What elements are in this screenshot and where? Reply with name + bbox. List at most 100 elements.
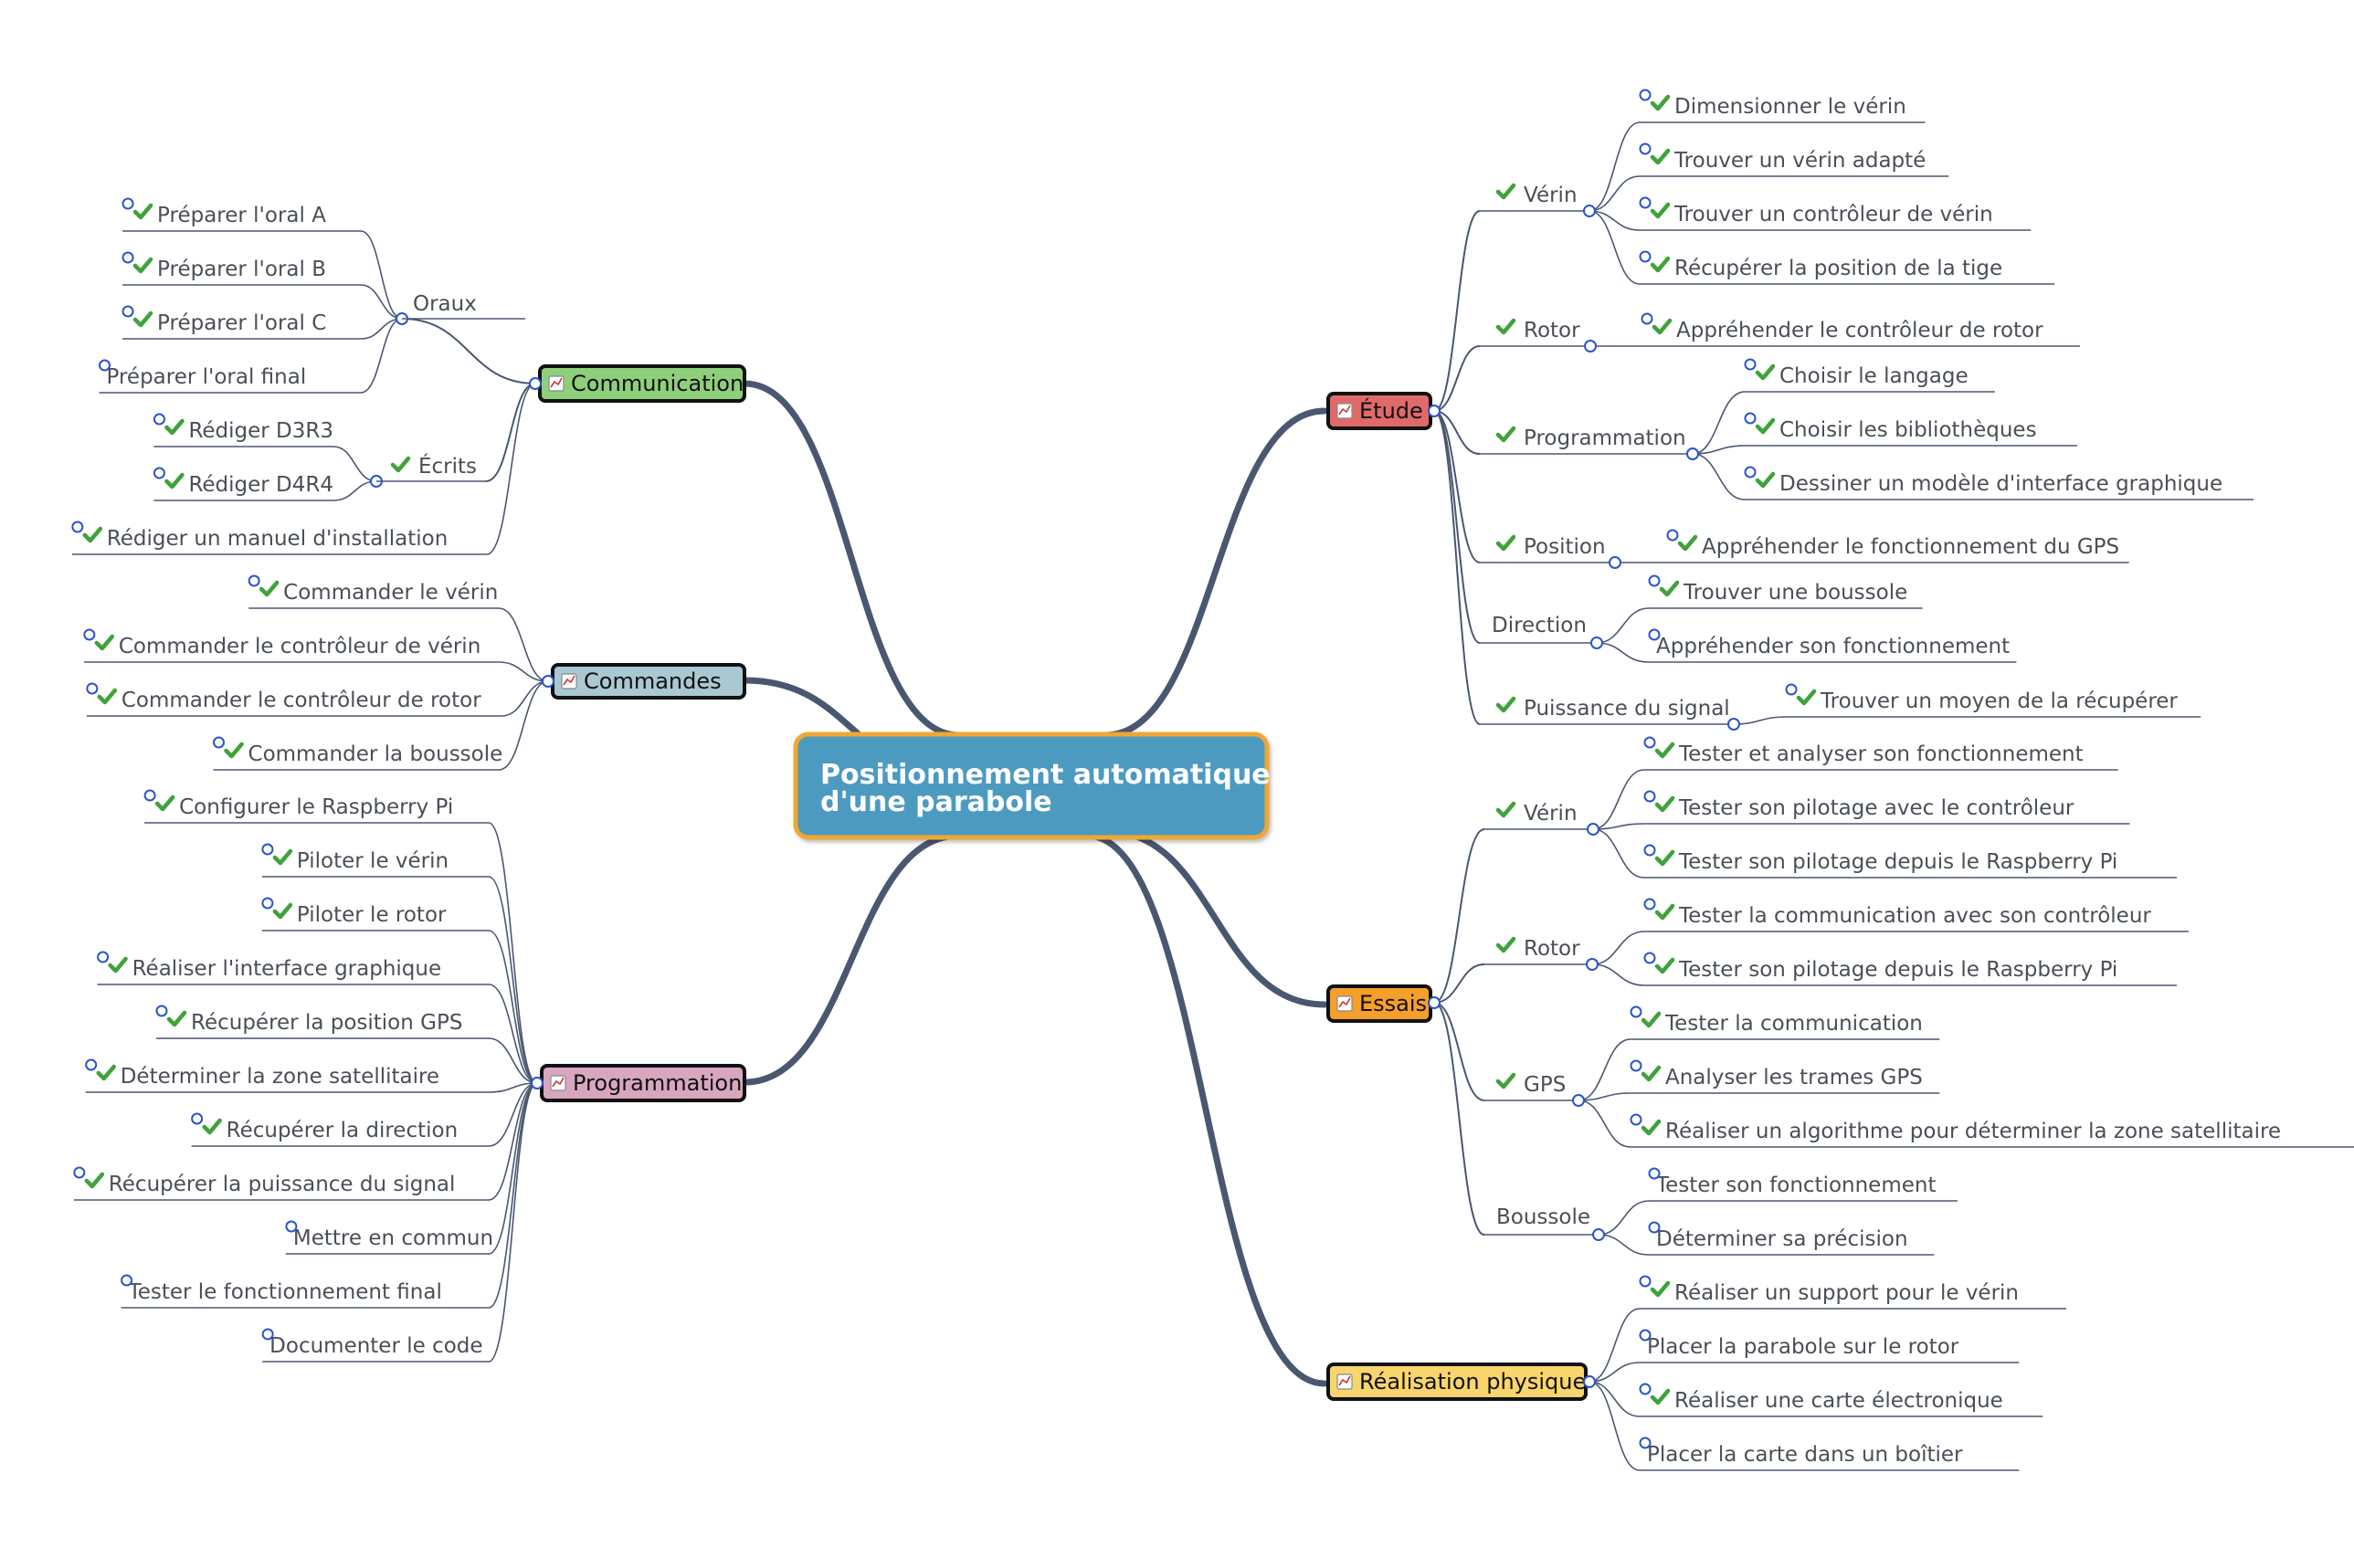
branch-essais[interactable]: Essais <box>1326 984 1432 1023</box>
commandes-collapse-toggle[interactable] <box>542 675 554 688</box>
status-bubble-icon[interactable] <box>153 467 165 479</box>
topic-preparer-l-oral-a[interactable]: Préparer l'oral A <box>122 204 361 232</box>
topic-realiser-une-carte-electronique[interactable]: Réaliser une carte électronique <box>1640 1389 2043 1417</box>
branch-commandes[interactable]: Commandes <box>551 663 746 700</box>
status-bubble-icon[interactable] <box>83 628 96 641</box>
topic-choisir-les-bibliotheques[interactable]: Choisir les bibliothèques <box>1745 418 2077 447</box>
status-bubble-icon[interactable] <box>1630 1113 1642 1126</box>
topic-choisir-le-langage[interactable]: Choisir le langage <box>1745 364 1995 393</box>
topic-essais-verin[interactable]: Vérin <box>1484 802 1593 830</box>
status-bubble-icon[interactable] <box>261 843 274 856</box>
topic-trouver-un-verin-adapte[interactable]: Trouver un vérin adapté <box>1640 149 1949 177</box>
status-bubble-icon[interactable] <box>1648 574 1661 587</box>
topic-determiner-sa-precision[interactable]: Déterminer sa précision <box>1649 1227 1935 1256</box>
topic-commander-la-boussole[interactable]: Commander la boussole <box>213 742 503 771</box>
topic-piloter-le-verin[interactable]: Piloter le vérin <box>261 849 489 878</box>
etude-collapse-toggle[interactable] <box>1428 405 1441 417</box>
topic-trouver-une-boussole[interactable]: Trouver une boussole <box>1649 581 1923 609</box>
status-bubble-icon[interactable] <box>121 1274 133 1287</box>
status-bubble-icon[interactable] <box>213 736 226 749</box>
status-bubble-icon[interactable] <box>1639 1275 1652 1288</box>
topic-tester-la-communication-avec-son-controleur[interactable]: Tester la communication avec son contrôl… <box>1644 904 2189 932</box>
topic-essais-boussole[interactable]: Boussole <box>1484 1205 1599 1236</box>
status-bubble-icon[interactable] <box>121 197 134 210</box>
etude-programmation-collapse-toggle[interactable] <box>1686 447 1699 460</box>
topic-tester-le-fonctionnement-final[interactable]: Tester le fonctionnement final <box>121 1280 489 1309</box>
status-bubble-icon[interactable] <box>191 1112 204 1125</box>
etude-rotor-collapse-toggle[interactable] <box>1584 340 1597 353</box>
status-bubble-icon[interactable] <box>1639 1383 1652 1395</box>
etude-puissance-collapse-toggle[interactable] <box>1727 718 1740 731</box>
topic-essais-rotor[interactable]: Rotor <box>1484 937 1592 965</box>
status-bubble-icon[interactable] <box>155 1005 168 1017</box>
topic-configurer-le-raspberry-pi[interactable]: Configurer le Raspberry Pi <box>144 795 489 824</box>
topic-realiser-un-algorithme-pour-determiner-la-zone-satellitaire[interactable]: Réaliser un algorithme pour déterminer l… <box>1631 1120 2354 1148</box>
status-bubble-icon[interactable] <box>1641 312 1653 325</box>
status-bubble-icon[interactable] <box>1648 1221 1661 1234</box>
status-bubble-icon[interactable] <box>1639 196 1652 209</box>
topic-apprehender-le-controleur-de-rotor[interactable]: Appréhender le contrôleur de rotor <box>1641 319 2080 347</box>
status-bubble-icon[interactable] <box>1648 628 1661 641</box>
topic-tester-la-communication[interactable]: Tester la communication <box>1631 1012 1940 1040</box>
topic-recuperer-la-direction[interactable]: Récupérer la direction <box>191 1119 489 1147</box>
etude-verin-collapse-toggle[interactable] <box>1583 205 1596 217</box>
topic-apprehender-le-fonctionnement-du-gps[interactable]: Appréhender le fonctionnement du GPS <box>1667 535 2129 563</box>
essais-collapse-toggle[interactable] <box>1428 996 1441 1009</box>
topic-rediger-d3r3[interactable]: Rédiger D3R3 <box>153 419 333 447</box>
essais-gps-collapse-toggle[interactable] <box>1572 1094 1585 1107</box>
status-bubble-icon[interactable] <box>1639 89 1652 101</box>
topic-commander-le-controleur-de-verin[interactable]: Commander le contrôleur de vérin <box>83 635 499 663</box>
realisation-collapse-toggle[interactable] <box>1583 1375 1596 1388</box>
status-bubble-icon[interactable] <box>1639 142 1652 155</box>
status-bubble-icon[interactable] <box>97 951 110 963</box>
topic-tester-son-pilotage-depuis-le-raspberry-pi[interactable]: Tester son pilotage depuis le Raspberry … <box>1644 958 2177 986</box>
status-bubble-icon[interactable] <box>121 305 134 318</box>
essais-rotor-collapse-toggle[interactable] <box>1586 958 1599 971</box>
topic-tester-son-fonctionnement[interactable]: Tester son fonctionnement <box>1649 1173 1958 1202</box>
topic-etude-rotor[interactable]: Rotor <box>1480 319 1590 347</box>
topic-ecrits[interactable]: Écrits <box>376 453 486 482</box>
status-bubble-icon[interactable] <box>1630 1005 1642 1018</box>
programmation-collapse-toggle[interactable] <box>531 1077 544 1089</box>
status-bubble-icon[interactable] <box>1639 250 1652 263</box>
topic-trouver-un-controleur-de-verin[interactable]: Trouver un contrôleur de vérin <box>1640 203 2032 231</box>
topic-recuperer-la-position-de-la-tige[interactable]: Récupérer la position de la tige <box>1640 257 2055 285</box>
status-bubble-icon[interactable] <box>285 1220 298 1233</box>
topic-determiner-la-zone-satellitaire[interactable]: Déterminer la zone satellitaire <box>85 1065 489 1093</box>
branch-etude[interactable]: Étude <box>1326 392 1432 430</box>
topic-realiser-l-interface-graphique[interactable]: Réaliser l'interface graphique <box>97 957 489 985</box>
branch-communication[interactable]: Communication <box>538 364 746 403</box>
status-bubble-icon[interactable] <box>99 359 111 372</box>
status-bubble-icon[interactable] <box>73 1166 86 1179</box>
topic-preparer-l-oral-b[interactable]: Préparer l'oral B <box>122 258 361 286</box>
essais-boussole-collapse-toggle[interactable] <box>1592 1228 1605 1241</box>
status-bubble-icon[interactable] <box>1643 790 1656 803</box>
status-bubble-icon[interactable] <box>1648 1167 1661 1180</box>
status-bubble-icon[interactable] <box>143 789 156 802</box>
etude-position-collapse-toggle[interactable] <box>1609 556 1621 569</box>
status-bubble-icon[interactable] <box>248 574 260 587</box>
status-bubble-icon[interactable] <box>1630 1059 1642 1072</box>
topic-placer-la-parabole-sur-le-rotor[interactable]: Placer la parabole sur le rotor <box>1640 1335 2020 1363</box>
status-bubble-icon[interactable] <box>1744 358 1757 371</box>
status-bubble-icon[interactable] <box>1643 736 1656 749</box>
topic-piloter-le-rotor[interactable]: Piloter le rotor <box>261 903 489 931</box>
branch-realisation[interactable]: Réalisation physique <box>1326 1363 1588 1401</box>
status-bubble-icon[interactable] <box>1666 529 1679 542</box>
topic-tester-et-analyser-son-fonctionnement[interactable]: Tester et analyser son fonctionnement <box>1644 742 2118 771</box>
topic-documenter-le-code[interactable]: Documenter le code <box>262 1334 489 1363</box>
topic-preparer-l-oral-c[interactable]: Préparer l'oral C <box>122 311 361 340</box>
status-bubble-icon[interactable] <box>1785 683 1798 696</box>
status-bubble-icon[interactable] <box>121 251 134 264</box>
topic-realiser-un-support-pour-le-verin[interactable]: Réaliser un support pour le vérin <box>1640 1281 2067 1310</box>
topic-dessiner-un-modele-d-interface-graphique[interactable]: Dessiner un modèle d'interface graphique <box>1745 472 2254 500</box>
topic-etude-direction[interactable]: Direction <box>1480 614 1597 644</box>
status-bubble-icon[interactable] <box>1639 1436 1652 1449</box>
topic-apprehender-son-fonctionnement[interactable]: Appréhender son fonctionnement <box>1649 635 2017 663</box>
topic-dimensionner-le-verin[interactable]: Dimensionner le vérin <box>1640 95 1926 123</box>
status-bubble-icon[interactable] <box>261 1328 274 1341</box>
essais-verin-collapse-toggle[interactable] <box>1587 823 1599 836</box>
topic-commander-le-verin[interactable]: Commander le vérin <box>248 581 499 609</box>
topic-rediger-d4r4[interactable]: Rédiger D4R4 <box>153 473 333 501</box>
